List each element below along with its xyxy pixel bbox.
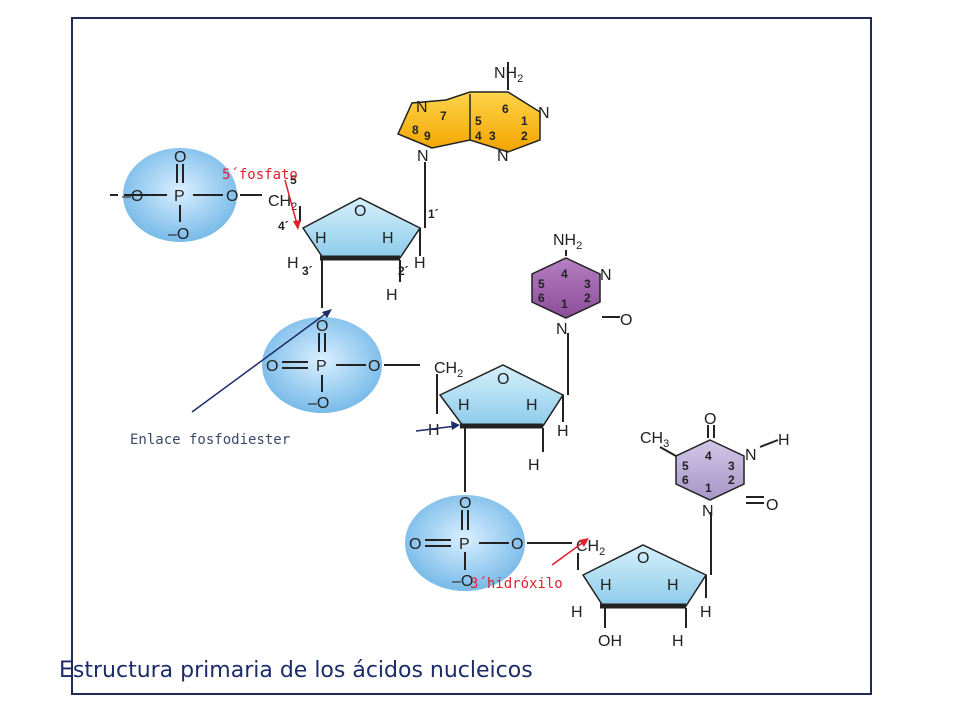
adenine-num-2: 2 xyxy=(521,129,528,143)
thymine-num-6: 6 xyxy=(682,473,689,487)
cytosine-num-6: 6 xyxy=(538,291,545,305)
phosphate-group-2 xyxy=(262,317,382,413)
sugar-1-c2-label: 2´ xyxy=(398,264,409,278)
phosphate-group-3 xyxy=(405,495,525,591)
sugar-3-h-2: H xyxy=(672,633,684,650)
adenine-n1: N xyxy=(538,105,550,122)
sugar-2-h-2: H xyxy=(528,457,540,474)
cytosine-nh2: NH2 xyxy=(553,232,582,252)
cytosine-n1: N xyxy=(556,321,568,338)
arrow-head-bond-2 xyxy=(451,421,460,430)
sugar-1-h-3: H xyxy=(287,255,299,272)
phosphate-1-o-right: O xyxy=(226,188,238,205)
cytosine-o: O xyxy=(620,312,632,329)
thymine-num-1: 1 xyxy=(705,481,712,495)
thymine-ch3: CH3 xyxy=(640,430,669,450)
phosphate-2-o-left: O xyxy=(266,358,278,375)
thymine-num-3: 3 xyxy=(728,459,735,473)
sugar-1-c3-label: 3´ xyxy=(302,264,313,278)
phosphate-group-1 xyxy=(123,148,237,242)
adenine-nh2: NH2 xyxy=(494,65,523,85)
thymine-num-5: 5 xyxy=(682,459,689,473)
label-3-hydroxyl: 3´hidróxilo xyxy=(470,576,563,592)
arrow-head-3-hydroxyl xyxy=(579,538,589,547)
adenine-num-1: 1 xyxy=(521,114,528,128)
thymine-n3: N xyxy=(745,447,757,464)
diagram-title: Estructura primaria de los ácidos nuclei… xyxy=(59,658,533,683)
adenine-n9: N xyxy=(417,148,429,165)
sugar-3-o: O xyxy=(637,550,649,567)
sugar-ring-3 xyxy=(581,544,708,607)
adenine-n7: N xyxy=(416,99,428,116)
thymine-o-top: O xyxy=(704,411,716,428)
sugar-1-c1-label: 1´ xyxy=(428,207,439,221)
phosphate-1-o-left: –O xyxy=(122,188,143,205)
adenine-num-6: 6 xyxy=(502,102,509,116)
sugar-1-h-1: H xyxy=(414,255,426,272)
cytosine-n3: N xyxy=(600,267,612,284)
sugar-ring-2 xyxy=(438,364,565,427)
label-phosphodiester-bond: Enlace fosfodiester xyxy=(130,432,290,448)
cytosine-num-3: 3 xyxy=(584,277,591,291)
label-5-phosphate: 5´fosfato xyxy=(222,167,298,183)
sugar-2-h-left: H xyxy=(458,397,470,414)
sugar-1-h-2: H xyxy=(386,287,398,304)
sugar-ring-1 xyxy=(301,197,422,259)
cytosine-num-2: 2 xyxy=(584,291,591,305)
arrow-head-bond-1 xyxy=(322,309,332,318)
sugar-2-h-right: H xyxy=(526,397,538,414)
phosphate-3-p: P xyxy=(459,536,470,553)
phosphate-3-o-top: O xyxy=(459,495,471,512)
phosphate-2-p: P xyxy=(316,358,327,375)
sugar-3-h-1: H xyxy=(700,604,712,621)
thymine-n1: N xyxy=(702,503,714,520)
thymine-num-2: 2 xyxy=(728,473,735,487)
sugar-3-h-3: H xyxy=(571,604,583,621)
adenine-base xyxy=(396,91,541,153)
adenine-num-9: 9 xyxy=(424,129,431,143)
cytosine-base xyxy=(531,257,601,319)
sugar-3-oh: OH xyxy=(598,633,622,650)
sugar-2-h-3: H xyxy=(428,422,440,439)
thymine-h: H xyxy=(778,432,790,449)
phosphate-2-o-bottom: –O xyxy=(308,395,329,412)
thymine-num-4: 4 xyxy=(705,449,712,463)
cytosine-num-5: 5 xyxy=(538,277,545,291)
sugar-2-h-1: H xyxy=(557,423,569,440)
adenine-num-5: 5 xyxy=(475,114,482,128)
phosphate-1-p: P xyxy=(174,188,185,205)
sugar-1-h-left: H xyxy=(315,230,327,247)
phosphate-2-o-top: O xyxy=(316,318,328,335)
sugar-3-h-right: H xyxy=(667,577,679,594)
sugar-1-c4-label: 4´ xyxy=(278,219,289,233)
thymine-o-right: O xyxy=(766,497,778,514)
adenine-num-4: 4 xyxy=(475,129,482,143)
arrow-head-5-phosphate xyxy=(293,220,301,230)
sugar-1-o: O xyxy=(354,203,366,220)
sugar-3-h-left: H xyxy=(600,577,612,594)
adenine-num-8: 8 xyxy=(412,123,419,137)
sugar-2-o: O xyxy=(497,371,509,388)
adenine-num-3: 3 xyxy=(489,129,496,143)
adenine-n3: N xyxy=(497,148,509,165)
sugar-1-h-right: H xyxy=(382,230,394,247)
phosphate-3-o-right: O xyxy=(511,536,523,553)
cytosine-num-4: 4 xyxy=(561,267,568,281)
phosphate-2-o-right: O xyxy=(368,358,380,375)
sugar-1-c5-label: 5 xyxy=(290,173,297,187)
sugar-1-ch2: CH2 xyxy=(268,193,297,213)
cytosine-num-1: 1 xyxy=(561,297,568,311)
phosphate-1-o-bottom: –O xyxy=(168,226,189,243)
sugar-2-ch2: CH2 xyxy=(434,360,463,380)
phosphate-1-o-top: O xyxy=(174,149,186,166)
adenine-num-7: 7 xyxy=(440,109,447,123)
phosphate-3-o-left: O xyxy=(409,536,421,553)
phosphate-3-o-bottom: –O xyxy=(452,573,473,590)
